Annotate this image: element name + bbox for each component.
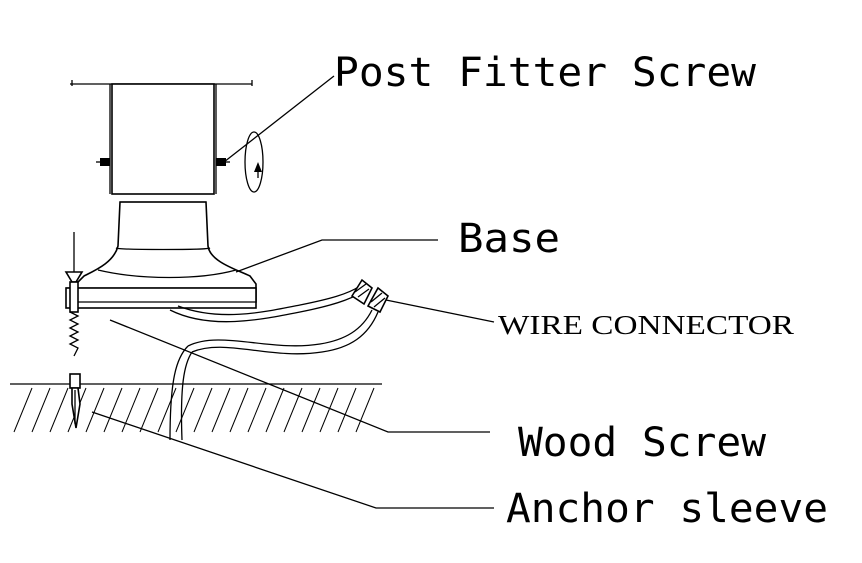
hatch-line bbox=[175, 387, 195, 433]
post-fitter bbox=[70, 80, 253, 195]
hatch-line bbox=[139, 387, 159, 433]
hatch-line bbox=[229, 387, 249, 433]
ground bbox=[10, 383, 382, 433]
leader-lines bbox=[91, 75, 495, 509]
hatch-line bbox=[301, 387, 321, 433]
leader-wire-connector bbox=[385, 299, 495, 323]
wood-screw bbox=[64, 232, 84, 357]
hatch-line bbox=[157, 387, 177, 433]
base bbox=[65, 201, 257, 309]
hatch-line bbox=[121, 387, 141, 433]
hatch-line bbox=[247, 387, 267, 433]
label-anchor-sleeve: Anchor sleeve bbox=[506, 486, 828, 532]
label-wire-connector: WIRE CONNECTOR bbox=[498, 310, 794, 340]
leader-anchor-sleeve bbox=[91, 411, 494, 509]
hatch-line bbox=[319, 387, 339, 433]
leader-base bbox=[235, 239, 438, 273]
hatch-line bbox=[193, 387, 213, 433]
post-fitter-screw-left bbox=[96, 158, 110, 166]
hatch-line bbox=[283, 387, 303, 433]
hatch-line bbox=[13, 387, 33, 433]
rotation-arrow-icon bbox=[244, 131, 264, 193]
hatch-line bbox=[265, 387, 285, 433]
wires bbox=[169, 285, 379, 441]
ground-hatching bbox=[13, 387, 375, 433]
post-fitter-screw-right bbox=[216, 158, 230, 166]
hatch-line bbox=[49, 387, 69, 433]
label-post-fitter-screw: Post Fitter Screw bbox=[334, 50, 757, 96]
hatch-line bbox=[337, 387, 357, 433]
hatch-line bbox=[355, 387, 375, 433]
anchor-sleeve bbox=[69, 373, 81, 429]
hatch-line bbox=[31, 387, 51, 433]
hatch-line bbox=[211, 387, 231, 433]
hatch-line bbox=[85, 387, 105, 433]
label-base: Base bbox=[458, 216, 560, 262]
wire-connector-icon bbox=[350, 278, 390, 314]
label-wood-screw: Wood Screw bbox=[518, 420, 767, 466]
leader-post-fitter-screw bbox=[223, 75, 335, 163]
hatch-line bbox=[103, 387, 123, 433]
leader-wood-screw bbox=[109, 319, 490, 433]
